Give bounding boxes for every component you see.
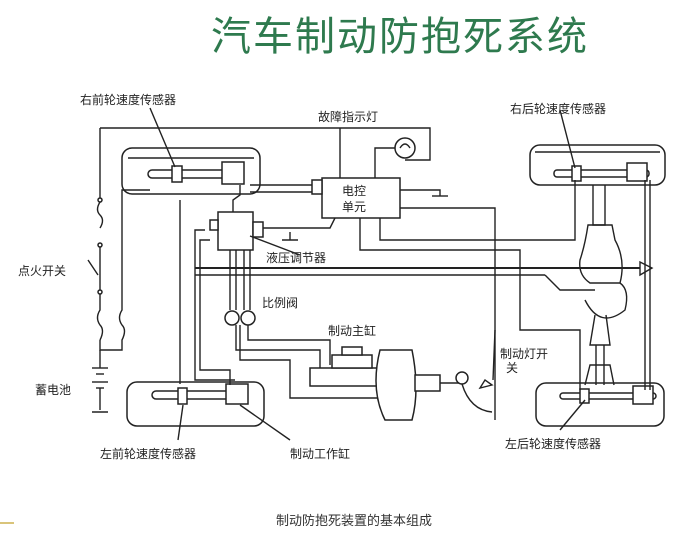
front-right-wheel [121, 147, 261, 195]
brake-booster [375, 349, 465, 421]
label-master-cylinder: 制动主缸 [328, 323, 376, 338]
label-fault-lamp: 故障指示灯 [318, 109, 378, 124]
label-hydraulic-modulator: 液压调节器 [266, 250, 326, 265]
ignition-circuit [96, 189, 150, 368]
fault-lamp-icon [394, 137, 416, 159]
master-cylinder [309, 346, 381, 387]
corner-accent-mark [0, 522, 14, 524]
label-wheel-cylinder: 制动工作缸 [290, 446, 350, 461]
brake-light-switch-icon [478, 378, 494, 390]
proportioning-valve [224, 310, 256, 326]
label-ecu-line2: 单元 [342, 200, 366, 214]
hydraulic-modulator [217, 211, 254, 251]
diagram-title: 汽车制动防抱死系统 [211, 14, 589, 60]
label-rear-right-sensor: 右后轮速度传感器 [510, 101, 606, 116]
label-front-left-sensor: 左前轮速度传感器 [100, 446, 196, 461]
front-left-wheel [126, 381, 265, 427]
label-proportioning-valve: 比例阀 [262, 296, 298, 310]
rear-differential [579, 185, 628, 386]
rear-left-wheel [535, 382, 665, 427]
ecu-box [321, 177, 401, 219]
label-brake-light-switch-1: 制动灯开 [500, 347, 548, 361]
rear-right-wheel [529, 144, 666, 186]
label-ignition-switch: 点火开关 [18, 264, 66, 278]
diagram-caption: 制动防抱死装置的基本组成 [276, 513, 432, 529]
label-battery: 蓄电池 [35, 383, 71, 397]
battery-icon [92, 367, 108, 413]
brake-pedal [455, 371, 493, 413]
label-front-right-sensor: 右前轮速度传感器 [80, 92, 176, 107]
label-rear-left-sensor: 左后轮速度传感器 [505, 436, 601, 451]
label-brake-light-switch-2: 关 [506, 361, 518, 375]
label-ecu-line1: 电控 [342, 184, 366, 198]
